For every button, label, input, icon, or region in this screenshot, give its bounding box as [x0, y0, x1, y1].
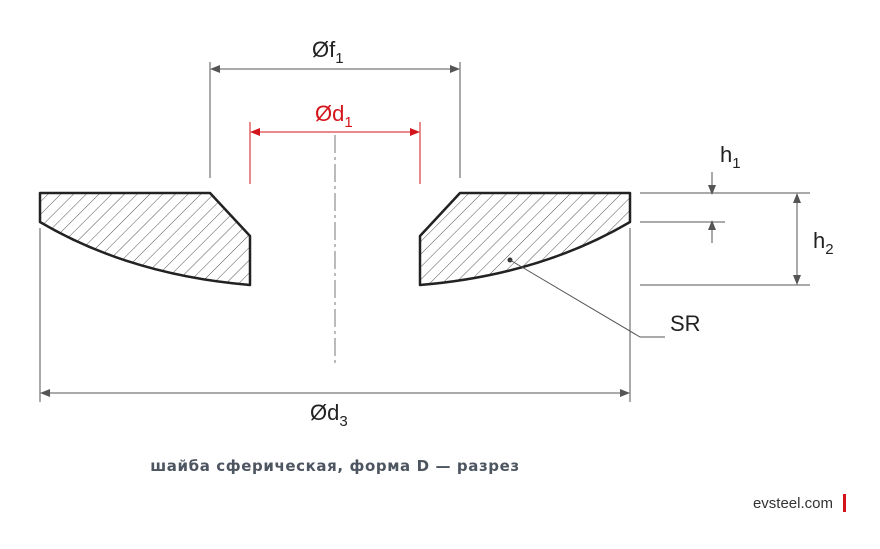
- d3-subscript: 3: [339, 413, 347, 430]
- washer-right-section: [418, 191, 632, 287]
- brand-text: evsteel.com: [752, 494, 833, 512]
- svg-text:Ød3: Ød3: [310, 400, 348, 430]
- washer-left-section: [38, 191, 252, 287]
- h1-subscript: 1: [732, 155, 740, 172]
- f1-symbol: Øf: [312, 37, 336, 62]
- dimension-h2: h2: [640, 192, 834, 286]
- svg-text:Ød1: Ød1: [315, 101, 353, 131]
- dimension-d3: Ød3: [39, 228, 631, 430]
- d1-subscript: 1: [344, 114, 352, 131]
- brand-link[interactable]: evsteel.com: [753, 494, 846, 512]
- dimension-d1: Ød1: [249, 101, 421, 184]
- h2-symbol: h: [813, 228, 825, 253]
- dimension-f1: Øf1: [209, 37, 461, 178]
- sr-leader: SR: [507, 257, 701, 338]
- figure-caption: шайба сферическая, форма D — разрез: [150, 457, 520, 475]
- h1-symbol: h: [720, 142, 732, 167]
- h2-subscript: 2: [825, 241, 833, 258]
- sr-label: SR: [670, 311, 701, 336]
- svg-text:h1: h1: [720, 142, 741, 172]
- d3-symbol: Ød: [310, 400, 339, 425]
- d1-symbol: Ød: [315, 101, 344, 126]
- brand-accent-bar: [843, 494, 846, 512]
- dimension-h1: h1: [640, 142, 741, 243]
- svg-text:Øf1: Øf1: [312, 37, 344, 67]
- f1-subscript: 1: [335, 50, 343, 67]
- svg-text:h2: h2: [813, 228, 834, 258]
